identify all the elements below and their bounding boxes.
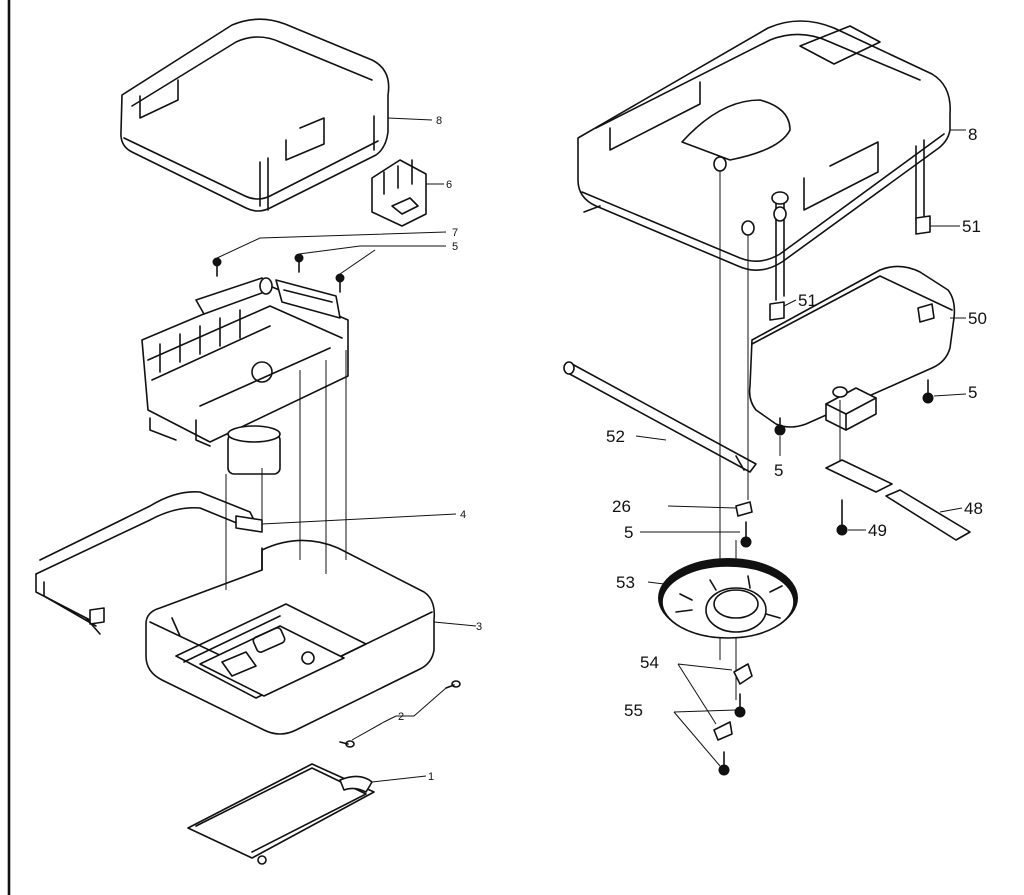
right-label-5-lower: 5 <box>774 461 783 480</box>
right-label-51-mid: 51 <box>798 291 817 310</box>
left-guide-lines <box>225 350 347 590</box>
left-label-1: 1 <box>428 771 434 783</box>
right-parts-48-49 <box>825 459 971 541</box>
right-housing-screws <box>774 379 967 456</box>
right-label-50: 50 <box>968 309 987 328</box>
right-label-5-housing: 5 <box>968 383 977 402</box>
right-top-cover-part <box>577 20 966 271</box>
left-label-7: 7 <box>452 227 458 239</box>
right-callout-labels: 8 51 51 50 5 52 5 26 5 48 49 53 54 55 <box>606 125 987 720</box>
right-label-52: 52 <box>606 427 625 446</box>
right-label-53: 53 <box>616 573 635 592</box>
left-bottom-lid-part <box>187 763 427 865</box>
left-base-screws <box>339 680 461 748</box>
right-housing-50-part <box>748 265 966 431</box>
left-label-8: 8 <box>436 115 442 127</box>
left-label-6: 6 <box>446 179 452 191</box>
right-label-5-shaft: 5 <box>624 523 633 542</box>
right-parts-54-55 <box>673 663 753 776</box>
right-bracket-51-parts <box>769 191 960 321</box>
right-rod-52-part <box>563 361 757 473</box>
left-label-4: 4 <box>460 509 466 521</box>
right-label-26: 26 <box>612 497 631 516</box>
right-label-55: 55 <box>624 701 643 720</box>
right-label-54: 54 <box>640 653 659 672</box>
right-label-49: 49 <box>868 521 887 540</box>
left-chassis-mechanism-part <box>141 277 349 475</box>
left-top-cover-part <box>120 18 433 212</box>
left-label-5: 5 <box>452 241 458 253</box>
left-base-housing-part <box>145 539 477 735</box>
right-label-8: 8 <box>968 125 977 144</box>
right-base-disc-53-part <box>647 558 798 639</box>
left-wire-harness-part <box>35 490 457 635</box>
left-screws <box>212 231 447 293</box>
left-label-2: 2 <box>398 711 404 723</box>
left-callout-labels: 8 6 7 5 4 3 2 1 <box>398 115 482 783</box>
left-label-3: 3 <box>476 621 482 633</box>
right-label-51-top: 51 <box>962 217 981 236</box>
right-label-48: 48 <box>964 499 983 518</box>
left-bracket-clip-part <box>371 159 444 227</box>
right-clip-26-and-screw <box>640 501 753 548</box>
